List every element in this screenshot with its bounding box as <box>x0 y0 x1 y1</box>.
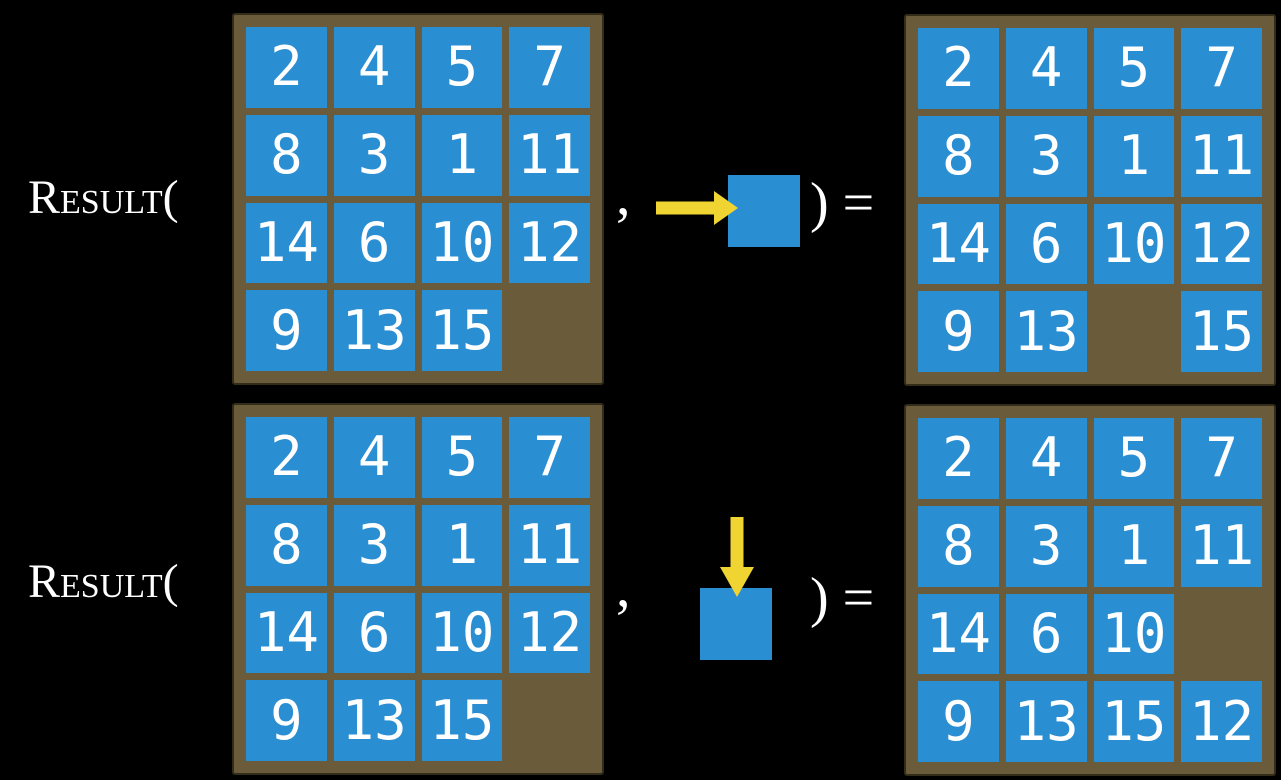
puzzle-tile: 9 <box>246 680 327 761</box>
equals-sign: = <box>842 567 875 629</box>
puzzle-tile: 3 <box>1005 505 1087 587</box>
puzzle-tile: 10 <box>1093 203 1175 285</box>
puzzle-tile: 10 <box>421 592 503 674</box>
puzzle-tile: 2 <box>918 418 999 499</box>
puzzle-tile: 8 <box>246 504 327 586</box>
function-name: Result <box>28 171 163 224</box>
open-paren: ( <box>162 555 179 608</box>
puzzle-tile: 14 <box>918 203 999 285</box>
puzzle-tile: 4 <box>333 27 415 108</box>
blank-cell <box>1181 594 1262 675</box>
puzzle-tile: 5 <box>421 417 503 498</box>
puzzle-tile: 9 <box>918 291 999 372</box>
puzzle-tile: 14 <box>246 202 327 284</box>
puzzle-tile: 2 <box>918 28 999 109</box>
puzzle-tile: 6 <box>333 202 415 284</box>
puzzle-tile: 7 <box>1181 418 1262 499</box>
equals-sign: = <box>842 172 875 234</box>
puzzle-tile: 14 <box>246 592 327 674</box>
puzzle-tile: 10 <box>421 202 503 284</box>
puzzle-tile: 11 <box>509 504 590 586</box>
puzzle-tile: 12 <box>1181 203 1262 285</box>
puzzle-tile: 7 <box>1181 28 1262 109</box>
puzzle-tile: 12 <box>1181 681 1262 762</box>
puzzle-tile: 1 <box>1093 505 1175 587</box>
open-paren: ( <box>162 171 179 224</box>
puzzle-tile: 6 <box>1005 203 1087 285</box>
function-call-label: Result( <box>28 555 179 609</box>
puzzle-tile: 7 <box>509 27 590 108</box>
puzzle-tile: 7 <box>509 417 590 498</box>
action-tile <box>700 588 772 660</box>
puzzle-tile: 11 <box>1181 505 1262 587</box>
puzzle-tile: 11 <box>1181 115 1262 197</box>
blank-cell <box>1094 291 1175 372</box>
puzzle-tile: 1 <box>1093 115 1175 197</box>
puzzle-tile: 2 <box>246 27 327 108</box>
close-paren-equals: )= <box>810 570 874 626</box>
puzzle-tile: 8 <box>246 114 327 196</box>
puzzle-tile: 12 <box>509 592 590 674</box>
puzzle-tile: 15 <box>1093 681 1175 762</box>
puzzle-tile: 6 <box>333 592 415 674</box>
puzzle-tile: 15 <box>1181 291 1262 372</box>
blank-cell <box>509 680 590 761</box>
comma: , <box>616 162 631 227</box>
puzzle-tile: 5 <box>1093 418 1175 499</box>
puzzle-tile: 8 <box>918 115 999 197</box>
puzzle-tile: 4 <box>1005 28 1087 109</box>
puzzle-tile: 3 <box>333 114 415 196</box>
puzzle-tile: 15 <box>421 290 503 371</box>
puzzle-tile: 3 <box>1005 115 1087 197</box>
function-call-label: Result( <box>28 171 179 225</box>
puzzle-tile: 13 <box>1005 681 1087 762</box>
puzzle-tile: 9 <box>246 290 327 371</box>
arrow-down-icon <box>720 517 754 597</box>
close-paren: ) <box>810 567 829 629</box>
puzzle-tile: 6 <box>1005 593 1087 675</box>
close-paren: ) <box>810 172 829 234</box>
puzzle-tile: 14 <box>918 593 999 675</box>
arrow-right-icon <box>656 191 738 225</box>
puzzle-tile: 11 <box>509 114 590 196</box>
puzzle-tile: 15 <box>421 680 503 761</box>
blank-cell <box>509 290 590 371</box>
puzzle-tile: 1 <box>421 504 503 586</box>
puzzle-tile: 13 <box>333 680 415 761</box>
puzzle-tile: 8 <box>918 505 999 587</box>
puzzle-tile: 4 <box>333 417 415 498</box>
puzzle-tile: 10 <box>1093 593 1175 675</box>
puzzle-tile: 12 <box>509 202 590 284</box>
comma: , <box>616 554 631 619</box>
puzzle-tile: 2 <box>246 417 327 498</box>
function-name: Result <box>28 555 163 608</box>
puzzle-tile: 9 <box>918 681 999 762</box>
puzzle-tile: 5 <box>421 27 503 108</box>
puzzle-tile: 3 <box>333 504 415 586</box>
puzzle-tile: 13 <box>333 290 415 371</box>
puzzle-tile: 5 <box>1093 28 1175 109</box>
puzzle-tile: 1 <box>421 114 503 196</box>
puzzle-tile: 13 <box>1005 291 1087 372</box>
action-tile <box>728 175 800 247</box>
puzzle-tile: 4 <box>1005 418 1087 499</box>
close-paren-equals: )= <box>810 175 874 231</box>
